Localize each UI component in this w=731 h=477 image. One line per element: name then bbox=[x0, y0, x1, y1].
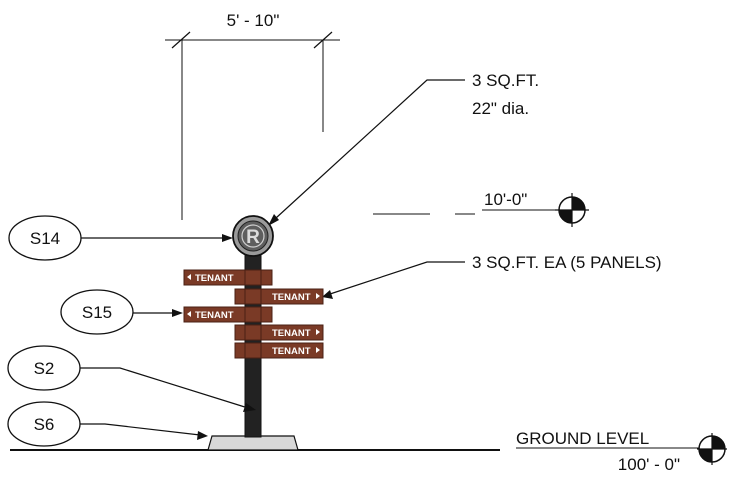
leader-panels bbox=[329, 261, 465, 295]
panels-area-label: 3 SQ.FT. EA (5 PANELS) bbox=[472, 253, 662, 272]
tenant-panel-label: TENANT bbox=[195, 273, 234, 284]
tenant-panel: TENANT bbox=[183, 269, 273, 286]
elevation-label: 10'-0" bbox=[484, 190, 527, 209]
elevation-marker: 10'-0" bbox=[373, 190, 589, 227]
tenant-panels: TENANT TENANT TENANT TENANT bbox=[183, 269, 324, 359]
tag-s6: S6 bbox=[7, 401, 208, 447]
ground-datum-icon bbox=[697, 433, 727, 465]
ground-level-marker: GROUND LEVEL 100' - 0" bbox=[516, 429, 727, 474]
leader-arrowhead bbox=[268, 214, 279, 226]
logo-letter: R bbox=[246, 227, 260, 248]
tenant-panel: TENANT bbox=[234, 288, 324, 305]
sign-base bbox=[207, 435, 299, 451]
top-sign-callout: 3 SQ.FT. 22" dia. bbox=[268, 71, 539, 226]
tag-s2: S2 bbox=[7, 345, 256, 412]
width-dimension: 5' - 10" bbox=[165, 11, 340, 220]
ground-level-label: GROUND LEVEL bbox=[516, 429, 649, 448]
leader-s6 bbox=[80, 423, 201, 436]
tenant-panel-label: TENANT bbox=[272, 346, 311, 357]
leader-arrowhead bbox=[322, 290, 333, 299]
leader-arrowhead bbox=[197, 431, 208, 440]
panels-callout: 3 SQ.FT. EA (5 PANELS) bbox=[322, 253, 662, 299]
tenant-panel-label: TENANT bbox=[272, 292, 311, 303]
top-diameter-label: 22" dia. bbox=[472, 99, 529, 118]
top-area-label: 3 SQ.FT. bbox=[472, 71, 539, 90]
tenant-panel: TENANT bbox=[234, 324, 324, 341]
dimension-tick-left bbox=[171, 31, 191, 49]
ground-elevation-label: 100' - 0" bbox=[618, 455, 680, 474]
leader-top-sign bbox=[275, 79, 465, 219]
elevation-datum-icon bbox=[555, 193, 589, 227]
leader-s2 bbox=[80, 367, 249, 409]
logo-sign: R bbox=[232, 215, 274, 257]
tenant-panel-label: TENANT bbox=[195, 310, 234, 321]
tag-s15: S15 bbox=[60, 289, 183, 335]
dimension-label: 5' - 10" bbox=[227, 11, 280, 30]
tag-s14-label: S14 bbox=[30, 229, 60, 248]
tag-s14: S14 bbox=[8, 215, 233, 261]
leader-arrowhead bbox=[172, 309, 183, 317]
tag-s6-label: S6 bbox=[34, 415, 55, 434]
leader-arrowhead bbox=[243, 403, 256, 412]
tag-s2-label: S2 bbox=[34, 359, 55, 378]
tenant-panel: TENANT bbox=[183, 306, 273, 323]
tenant-panel-label: TENANT bbox=[272, 328, 311, 339]
tenant-panel: TENANT bbox=[234, 342, 324, 359]
tag-s15-label: S15 bbox=[82, 303, 112, 322]
leader-arrowhead bbox=[222, 234, 233, 242]
